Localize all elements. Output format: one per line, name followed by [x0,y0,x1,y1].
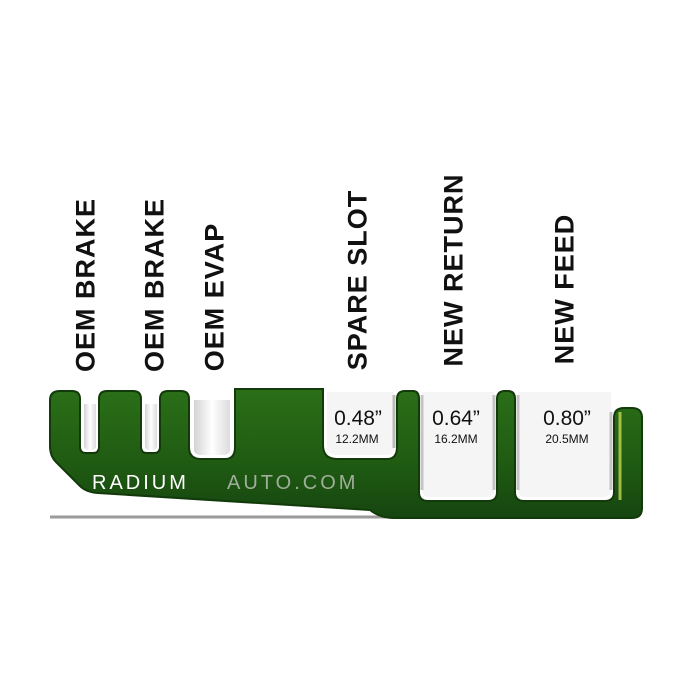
size-feed-inches: 0.80” [543,407,591,430]
label-new-return: NEW RETURN [438,173,469,367]
size-return-mm: 16.2MM [434,432,478,446]
size-spare-mm: 12.2MM [335,432,379,446]
label-spare-slot: SPARE SLOT [342,189,373,371]
logo-brand-secondary: AUTO.COM [227,472,358,494]
slot-new-return [422,392,494,497]
size-feed-mm: 20.5MM [545,432,589,446]
size-return-inches: 0.64” [432,407,480,430]
slot-feed-edge [516,395,613,490]
label-oem-brake-2: OEM BRAKE [139,197,170,373]
bracket-body [49,388,643,519]
slot-oem-evap [194,400,230,455]
label-new-feed: NEW FEED [549,213,580,365]
slot-spare [327,392,394,455]
slot-new-feed [518,392,611,497]
slot-return-edge [420,395,496,490]
slot-oem-brake-2 [145,404,157,450]
logo-brand-primary: RADIUM [92,472,189,494]
label-oem-evap: OEM EVAP [199,222,230,372]
size-spare-inches: 0.48” [334,407,382,430]
slot-oem-brake-1 [84,404,96,450]
label-oem-brake-1: OEM BRAKE [70,197,101,373]
